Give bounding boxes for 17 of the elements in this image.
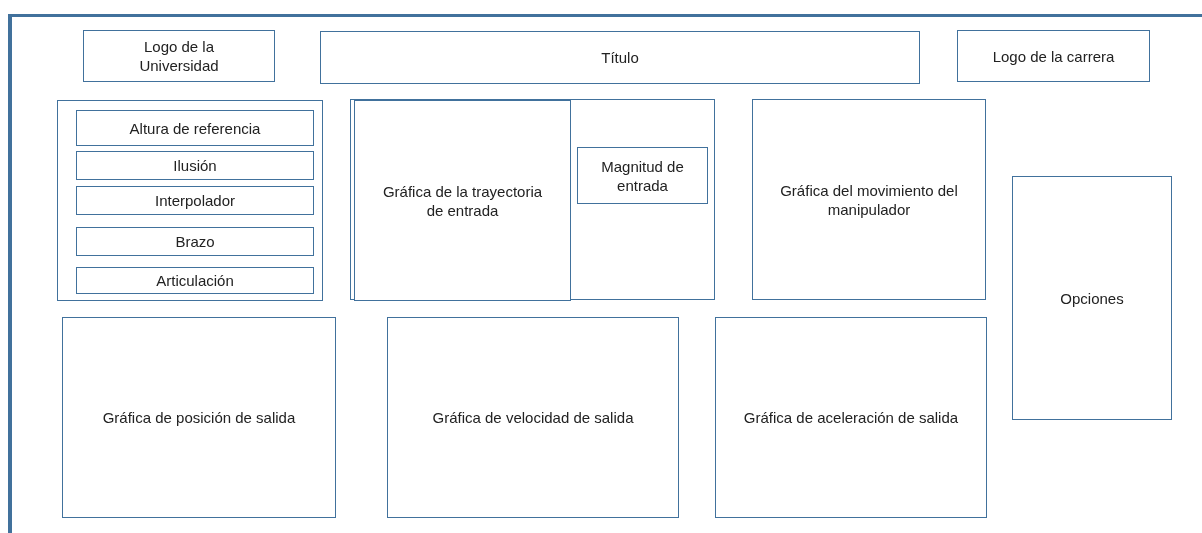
options-panel: Opciones <box>1012 176 1172 420</box>
graph-panel: Gráfica de posición de salida <box>62 317 336 518</box>
header-box: Logo de la Universidad <box>83 30 275 82</box>
control-panel <box>57 100 323 301</box>
input-panel <box>350 99 715 300</box>
menu-item: Brazo <box>76 227 314 256</box>
menu-item: Interpolador <box>76 186 314 215</box>
header-box: Logo de la carrera <box>957 30 1150 82</box>
menu-item: Articulación <box>76 267 314 294</box>
graph-panel: Gráfica de la trayectoria de entrada <box>354 100 571 301</box>
menu-item: Altura de referencia <box>76 110 314 146</box>
menu-item: Ilusión <box>76 151 314 180</box>
title-box: Título <box>320 31 920 84</box>
magnitude-panel: Magnitud de entrada <box>577 147 708 204</box>
graph-panel: Gráfica de aceleración de salida <box>715 317 987 518</box>
graph-panel: Gráfica del movimiento del manipulador <box>752 99 986 300</box>
graph-panel: Gráfica de velocidad de salida <box>387 317 679 518</box>
